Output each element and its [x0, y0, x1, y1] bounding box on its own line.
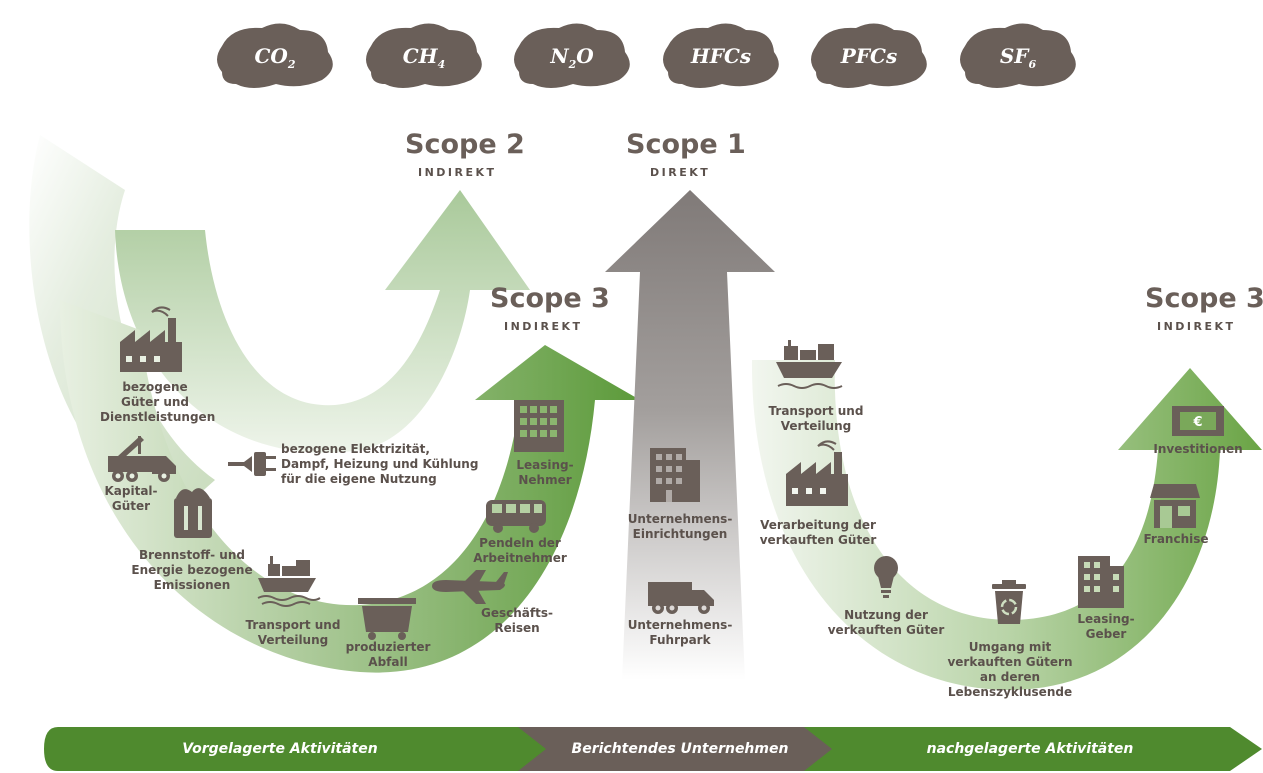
svg-text:€: € — [1192, 415, 1202, 430]
crane-truck-icon — [108, 436, 176, 482]
label-franchise: Franchise — [1143, 532, 1209, 546]
lightbulb-icon — [874, 556, 898, 598]
gas-co2-label: CO2 — [254, 44, 296, 71]
company-building-icon — [650, 448, 700, 502]
gas-hfcs-label: HFCs — [690, 44, 752, 68]
cloud-ch4 — [366, 23, 482, 89]
ship-icon — [257, 556, 321, 607]
plug-icon — [228, 452, 276, 476]
label-company-fleet: Unternehmens- Fuhrpark — [627, 618, 733, 647]
band-company-label: Berichtendes Unternehmen — [571, 741, 789, 757]
label-purchased-electricity: bezogene Elektrizität, Dampf, Heizung un… — [281, 442, 479, 486]
scope3-right-subtitle: INDIREKT — [1157, 320, 1236, 333]
waste-bin-icon — [174, 488, 212, 538]
airplane-icon — [432, 570, 508, 604]
gas-sf6-label: SF6 — [999, 44, 1037, 71]
label-capital-goods: Kapital- Güter — [104, 484, 158, 513]
label-leased-assets-upstream: Leasing- Nehmer — [516, 458, 574, 487]
ship-icon-right — [776, 340, 843, 389]
label-fuel-energy: Brennstoff- und Energie bezogene Emissio… — [131, 548, 253, 592]
label-commuting: Pendeln der Arbeitnehmer — [473, 536, 567, 565]
band-downstream — [804, 727, 1262, 771]
scope1-title: Scope 1 — [626, 129, 746, 160]
cloud-pfcs — [811, 23, 927, 89]
gas-clouds — [217, 23, 1076, 89]
label-use-sold-goods: Nutzung der verkauften Güter — [827, 608, 945, 637]
store-icon — [1150, 484, 1200, 528]
scope3-right-arrow — [751, 360, 1262, 690]
factory-icon-right — [786, 440, 848, 506]
label-business-travel: Geschäfts- Reisen — [481, 606, 553, 635]
scope2-arrow — [115, 190, 530, 453]
label-investments: Investitionen — [1153, 442, 1243, 456]
label-transport-downstream: Transport und Verteilung — [768, 404, 864, 433]
scope1-subtitle: DIREKT — [650, 166, 711, 179]
cloud-co2 — [217, 23, 333, 89]
scope3-left-title: Scope 3 — [490, 283, 610, 314]
bus-icon — [486, 500, 546, 533]
cloud-n2o — [514, 23, 630, 89]
cloud-hfcs — [663, 23, 779, 89]
band-downstream-label: nachgelagerte Aktivitäten — [926, 741, 1134, 757]
scope3-right-title: Scope 3 — [1145, 283, 1263, 314]
label-leased-assets-downstream: Leasing- Geber — [1077, 612, 1135, 641]
building-icon — [514, 400, 564, 452]
factory-icon — [120, 306, 182, 372]
gas-ch4-label: CH4 — [402, 44, 446, 71]
scope1-arrow — [605, 190, 775, 680]
label-company-facilities: Unternehmens- Einrichtungen — [627, 512, 733, 541]
scope2-title: Scope 2 — [405, 129, 525, 160]
gas-pfcs-label: PFCs — [840, 44, 898, 68]
scope3-left-arrow — [60, 300, 640, 673]
label-purchased-goods: bezogene Güter und Dienstleistungen — [100, 380, 216, 424]
recycle-bin-icon — [992, 580, 1026, 624]
label-waste: produzierter Abfall — [345, 640, 431, 669]
band-upstream — [44, 727, 548, 771]
band-company — [518, 727, 833, 771]
truck-icon — [648, 582, 714, 614]
label-processing-sold-goods: Verarbeitung der verkauften Güter — [759, 518, 877, 547]
background-arc — [29, 135, 216, 520]
label-transport-upstream: Transport und Verteilung — [245, 618, 341, 647]
scope2-subtitle: INDIREKT — [418, 166, 497, 179]
label-end-of-life: Umgang mit verkauften Gütern an deren Le… — [947, 640, 1073, 699]
waste-container-icon — [358, 598, 416, 640]
cloud-sf6 — [960, 23, 1076, 89]
scope3-left-subtitle: INDIREKT — [504, 320, 583, 333]
band-upstream-label: Vorgelagerte Aktivitäten — [182, 741, 378, 757]
gas-n2o-label: N2O — [550, 44, 594, 71]
building-icon-right — [1078, 556, 1124, 608]
euro-banknote-icon: € — [1172, 406, 1224, 436]
